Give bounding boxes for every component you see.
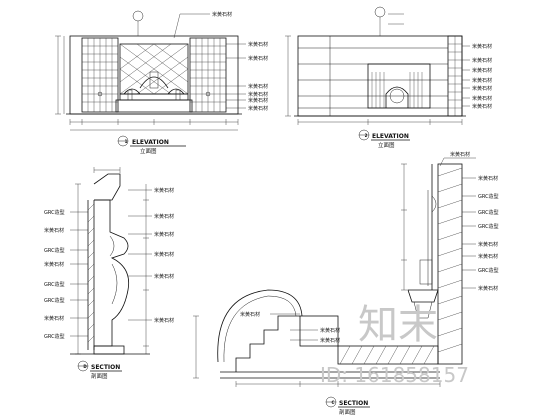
elevation-1-marker: 1 (125, 139, 128, 144)
section-c-callout: 米黄石材 (450, 151, 470, 158)
section-c-title: SECTION (339, 400, 368, 407)
elevation-1-title: ELEVATION (132, 139, 169, 146)
section-d-right-callout: 米黄石材 (154, 187, 174, 194)
section-d-subtitle: 剖面图 (91, 372, 108, 380)
section-c-callout: GRC造型 (478, 209, 499, 216)
section-d-left-callout: GRC造型 (44, 333, 65, 340)
elevation-2-marker: 2 (365, 133, 368, 138)
section-d-right-callout: 米黄石材 (154, 317, 174, 324)
section-d-left-callout: 米黄石材 (44, 227, 64, 234)
elevation-1-callout: 米黄石材 (248, 83, 268, 90)
section-d-left-callout: 米黄石材 (44, 315, 64, 322)
elevation-1-title-block (117, 135, 186, 147)
elevation-1-callout: 米黄石材 (248, 41, 268, 48)
section-d-title-block (77, 360, 122, 372)
section-d-left-callout: GRC造型 (44, 209, 65, 216)
elevation-2-callout: 米黄石材 (472, 103, 492, 110)
section-d-right-callout: 米黄石材 (154, 231, 174, 238)
elevation-2-callout: 米黄石材 (472, 67, 492, 74)
section-d-left-callout: 米黄石材 (44, 261, 64, 268)
section-c-subtitle: 剖面图 (339, 408, 356, 416)
elevation-1-top-callout: 米黄石材 (212, 11, 232, 18)
section-d-right-callout: 米黄石材 (154, 213, 174, 220)
section-d-title: SECTION (91, 364, 120, 371)
watermark-id: ID: 161858157 (320, 363, 469, 387)
section-c-callout: 米黄石材 (478, 175, 498, 182)
section-c-stair-callout: 米黄石材 (320, 337, 340, 344)
section-c-callout: GRC造型 (478, 193, 499, 200)
section-d-left-callout: GRC造型 (44, 247, 65, 254)
section-c-marker: C (332, 400, 335, 405)
elevation-1-callout: 米黄石材 (248, 91, 268, 98)
elevation-1-callout: 米黄石材 (248, 105, 268, 112)
section-c-title-block (325, 396, 370, 408)
section-c-drawing (193, 157, 476, 387)
elevation-2-title: ELEVATION (372, 133, 409, 140)
section-d-right-callout: 米黄石材 (154, 273, 174, 280)
section-d-right-callout: 米黄石材 (154, 251, 174, 258)
elevation-1-callout: 米黄石材 (248, 55, 268, 62)
elevation-2-callout: 米黄石材 (472, 43, 492, 50)
section-c-stair-callout: 米黄石材 (240, 311, 260, 318)
elevation-2-callout: 米黄石材 (472, 77, 492, 84)
elevation-1-drawing (55, 10, 246, 131)
section-c-callout: 米黄石材 (478, 285, 498, 292)
section-c-callout: 米黄石材 (478, 241, 498, 248)
elevation-2-title-block (358, 129, 410, 141)
elevation-2-subtitle: 立面图 (378, 141, 395, 149)
section-d-marker: D (83, 364, 87, 369)
elevation-1-callout: 米黄石材 (248, 97, 268, 104)
elevation-1-subtitle: 立面图 (140, 147, 157, 155)
elevation-2-callout: 米黄石材 (472, 85, 492, 92)
elevation-2-callout: 米黄石材 (472, 57, 492, 64)
section-c-stair-callout: 米黄石材 (320, 327, 340, 334)
section-d-left-callout: GRC造型 (44, 281, 65, 288)
section-d-left-callout: GRC造型 (44, 297, 65, 304)
section-c-callout: GRC造型 (478, 267, 499, 274)
section-d-drawing (70, 167, 152, 355)
section-c-callout: 米黄石材 (478, 253, 498, 260)
section-c-callout: GRC造型 (478, 223, 499, 230)
watermark-logo: 知末 (358, 302, 438, 348)
elevation-2-callout: 米黄石材 (472, 95, 492, 102)
elevation-2-drawing (285, 6, 470, 125)
